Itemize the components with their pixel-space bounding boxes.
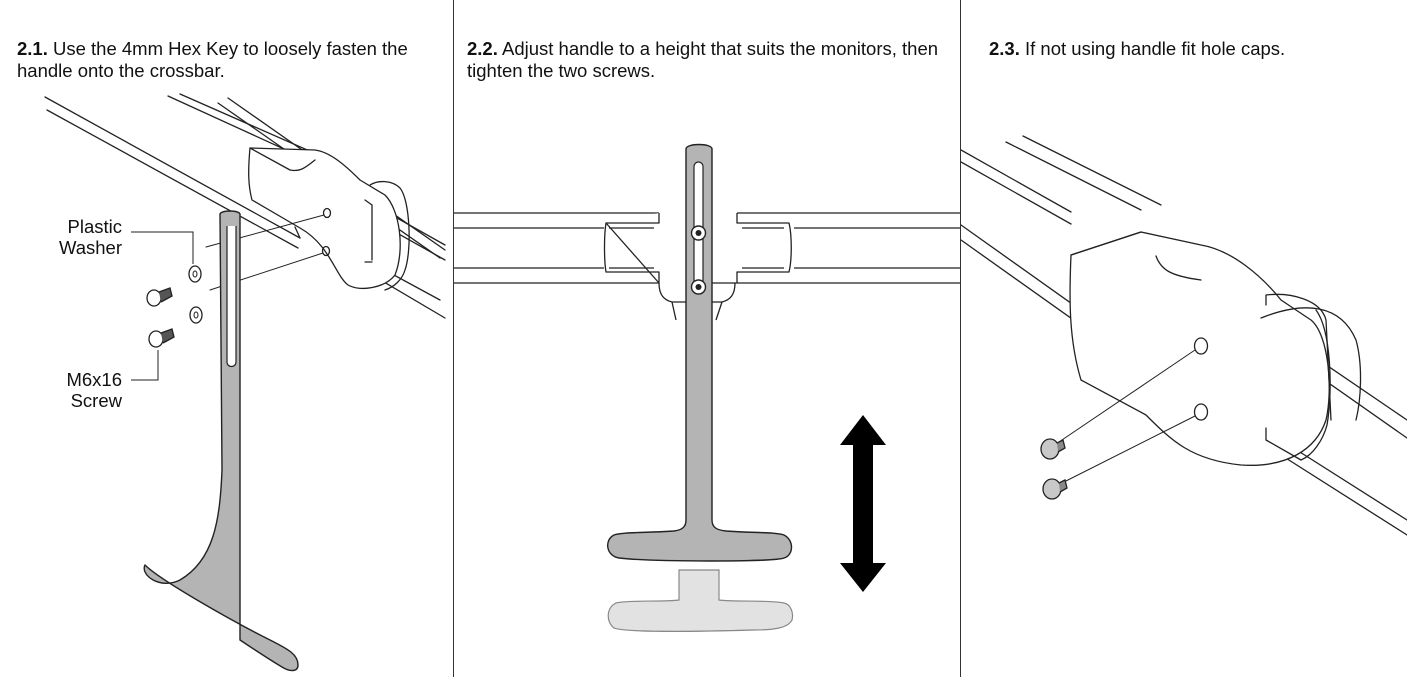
adjust-height-arrow-icon bbox=[840, 415, 886, 592]
screw-leader-line bbox=[131, 350, 159, 381]
washer-label-line1: Plastic bbox=[67, 216, 123, 237]
step-text: If not using handle fit hole caps. bbox=[1019, 38, 1286, 59]
m6x16-screw-upper bbox=[146, 289, 162, 307]
panel-divider-2 bbox=[960, 0, 961, 677]
screw-label-line2: Screw bbox=[70, 390, 122, 411]
washer-leader-line bbox=[131, 231, 194, 264]
step-2-3-illustration bbox=[961, 135, 1407, 536]
washer-label-line2: Washer bbox=[58, 237, 122, 258]
crossbar-clamp bbox=[603, 213, 792, 298]
handle-slot bbox=[693, 161, 704, 288]
handle-part bbox=[607, 143, 793, 562]
step-text: Use the 4mm Hex Key to loosely fasten th… bbox=[17, 38, 408, 81]
crossbar-clamp bbox=[1069, 231, 1330, 466]
tightening-screws bbox=[690, 225, 707, 295]
step-number: 2.3. bbox=[989, 38, 1020, 59]
washer-callout: Plastic Washer bbox=[22, 216, 122, 258]
step-2-2-panel: 2.2. Adjust handle to a height that suit… bbox=[454, 0, 960, 677]
screw-callout: M6x16 Screw bbox=[22, 369, 122, 411]
handle-part bbox=[143, 210, 299, 672]
step-2-3-caption: 2.3. If not using handle fit hole caps. bbox=[989, 38, 1404, 60]
plastic-washer-upper bbox=[188, 265, 202, 283]
guide-line-lower bbox=[1057, 415, 1196, 486]
hole-cap-upper-icon bbox=[1040, 438, 1060, 460]
step-2-2-illustration bbox=[454, 143, 960, 632]
step-2-1-panel: 2.1. Use the 4mm Hex Key to loosely fast… bbox=[0, 0, 453, 677]
guide-line-upper bbox=[1055, 349, 1196, 445]
handle-slot bbox=[226, 226, 237, 368]
step-2-2-caption: 2.2. Adjust handle to a height that suit… bbox=[467, 38, 947, 82]
step-number: 2.2. bbox=[467, 38, 498, 59]
plastic-washer-lower bbox=[189, 306, 203, 324]
crossbar-rail-top bbox=[1005, 135, 1162, 211]
step-text: Adjust handle to a height that suits the… bbox=[467, 38, 939, 81]
step-2-1-illustration bbox=[44, 93, 446, 672]
step-2-3-panel: 2.3. If not using handle fit hole caps. bbox=[961, 0, 1407, 677]
panel-divider-1 bbox=[453, 0, 454, 677]
m6x16-screw-lower bbox=[148, 330, 164, 348]
step-2-1-caption: 2.1. Use the 4mm Hex Key to loosely fast… bbox=[17, 38, 449, 82]
step-number: 2.1. bbox=[17, 38, 48, 59]
handle-lowered-ghost bbox=[607, 569, 794, 632]
screw-label-line1: M6x16 bbox=[66, 369, 122, 390]
crossbar-rail-front bbox=[44, 96, 301, 249]
crossbar-rail-front bbox=[961, 149, 1072, 225]
hole-cap-lower-icon bbox=[1042, 478, 1062, 500]
crossbar-clamp bbox=[248, 147, 401, 289]
